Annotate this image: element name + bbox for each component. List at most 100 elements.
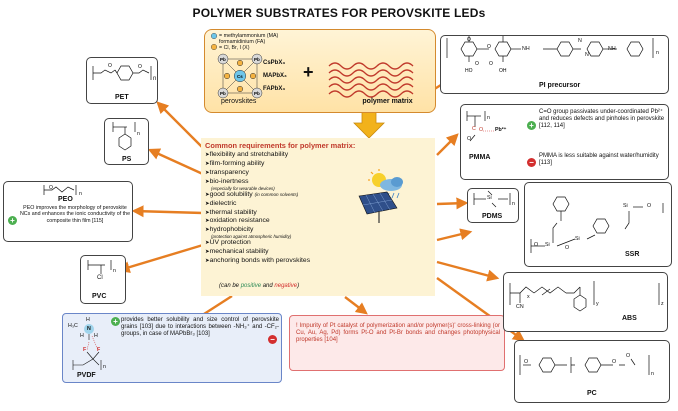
pvc-structure (87, 260, 112, 274)
svg-text:O: O (467, 37, 471, 43)
ps-n: n (137, 131, 140, 137)
requirement-item: flexibility and stretchability (205, 151, 310, 160)
abs-cn: CN (516, 304, 524, 310)
pvdf-box: H₃C N H H H F F n PVDF + provides better… (62, 313, 282, 383)
pvc-label: PVC (92, 293, 107, 300)
pet-label: PET (115, 94, 129, 101)
pb-atom-label-4: Pb (254, 91, 260, 96)
ps-structure (112, 122, 136, 151)
peo-note: PEO improves the morphology of perovskit… (19, 205, 131, 224)
svg-text:O: O (49, 185, 53, 191)
abs-box: CN x y z ABS (503, 272, 668, 332)
polymer-matrix-icon (328, 62, 414, 98)
crystal-label-ma: MAPbX₃ (263, 73, 287, 79)
arrow-to-peo (131, 205, 204, 218)
requirements-box: Common requirements for polymer matrix: … (201, 138, 435, 296)
pvdf-h-left: H (80, 333, 84, 339)
pvdf-structure (72, 324, 102, 370)
requirement-item: dielectric (205, 200, 310, 209)
ssr-box: Si Si Si O O O SSR (524, 182, 672, 267)
down-arrow (353, 110, 385, 139)
pb-atom-label-1: Pb (220, 57, 226, 62)
arrow-to-pvc (117, 243, 204, 273)
plus-icon: + (8, 216, 17, 225)
requirement-item: transparency (205, 169, 310, 178)
svg-text:O: O (108, 63, 112, 69)
requirement-item: oxidation resistance (205, 217, 310, 226)
perovskite-polymer-box: Pb Pb Pb Pb Cs = methylammonium (MA) for… (204, 29, 436, 113)
pvc-n: n (113, 268, 116, 274)
solar-panel-icon (358, 169, 403, 223)
ssr-si-2: Si (575, 236, 580, 242)
cs-atom-label: Cs (237, 74, 243, 79)
svg-text:O: O (138, 64, 142, 70)
pi-n-1: N (578, 38, 582, 44)
ma-legend-dot (210, 33, 217, 39)
ps-box: n PS (104, 118, 149, 165)
pi-label: PI precursor (539, 82, 581, 89)
crystal-label-cs: CsPbX₃ (263, 60, 286, 66)
pc-label: PC (587, 390, 597, 397)
pvdf-n: n (103, 364, 106, 370)
pet-n: n (153, 76, 157, 82)
pb-atom-label-2: Pb (254, 57, 260, 62)
requirements-footnote: (can be positive and negative) (219, 283, 300, 289)
pmma-label: PMMA (469, 154, 491, 161)
pt-impurity-box: − ! Impurity of Pt catalyst of polymeriz… (268, 315, 505, 371)
pc-o-1: O (524, 359, 529, 365)
legend-x: = Cl, Br, I (X) (219, 45, 250, 51)
pmma-o: O (479, 127, 484, 133)
ssr-si-3: Si (623, 203, 628, 209)
svg-text:O: O (489, 61, 493, 67)
pi-n-2: N (585, 52, 589, 58)
pc-n: n (651, 371, 654, 377)
pvdf-label: PVDF (77, 372, 96, 379)
pi-nh-2: NH (608, 46, 616, 52)
plus-sign: + (303, 62, 314, 82)
minus-icon: − (527, 158, 536, 167)
requirement-item: thermal stability (205, 209, 310, 218)
abs-z: z (661, 301, 664, 307)
requirement-item: mechanical stability (205, 248, 310, 257)
pc-box: O O O n PC (514, 340, 670, 403)
pdms-si: Si (487, 195, 492, 201)
pvdf-n-atom: N (87, 326, 91, 332)
pvdf-h3c: H₃C (68, 323, 78, 329)
requirement-item: hydrophobicity(protection against atmosp… (205, 226, 310, 239)
pvdf-h-top: H (86, 317, 90, 323)
pi-nh-1: NH (522, 46, 530, 52)
perovskite-crystals-icon (217, 53, 263, 99)
svg-text:OH: OH (499, 68, 507, 74)
requirement-item: anchoring bonds with perovskites (205, 257, 311, 266)
peo-n: n (79, 191, 82, 197)
pmma-structure (466, 111, 494, 142)
pmma-pb: Pb²⁺ (495, 127, 507, 133)
ssr-o-2: O (565, 245, 570, 251)
pvc-box: Cl n PVC (80, 255, 126, 304)
abs-y: y (596, 301, 599, 307)
ps-label: PS (122, 156, 132, 163)
arrow-to-ps (147, 148, 206, 177)
crystal-label-fa: FAPbX₃ (263, 86, 286, 92)
arrow-to-pmma (436, 133, 459, 156)
pmma-minus-note: PMMA is less suitable against water/humi… (539, 153, 659, 166)
svg-text:O: O (487, 44, 491, 50)
pb-atom-label-3: Pb (220, 91, 226, 96)
arrow-to-pdms (436, 197, 469, 210)
requirement-item: good solubility (in common solvents) (205, 191, 310, 200)
pdms-structure (473, 190, 511, 208)
pvdf-note: provides better solubility and size cont… (121, 317, 279, 337)
peo-box: O n PEO + PEO improves the morphology of… (3, 181, 133, 242)
ssr-structure (530, 196, 664, 253)
plus-icon: + (111, 317, 120, 326)
pmma-box: C O O Pb²⁺ n PMMA + C=O group passivates… (460, 104, 669, 180)
x-legend-dot (210, 43, 217, 50)
requirements-title: Common requirements for polymer matrix: (205, 141, 356, 150)
pmma-plus-note: C=O group passivates under-coordinated P… (539, 109, 665, 129)
plus-icon: + (527, 121, 536, 130)
pmma-n: n (487, 115, 490, 121)
peo-structure: O (43, 185, 77, 195)
legend-fa: formamidinium (FA) (219, 39, 266, 45)
